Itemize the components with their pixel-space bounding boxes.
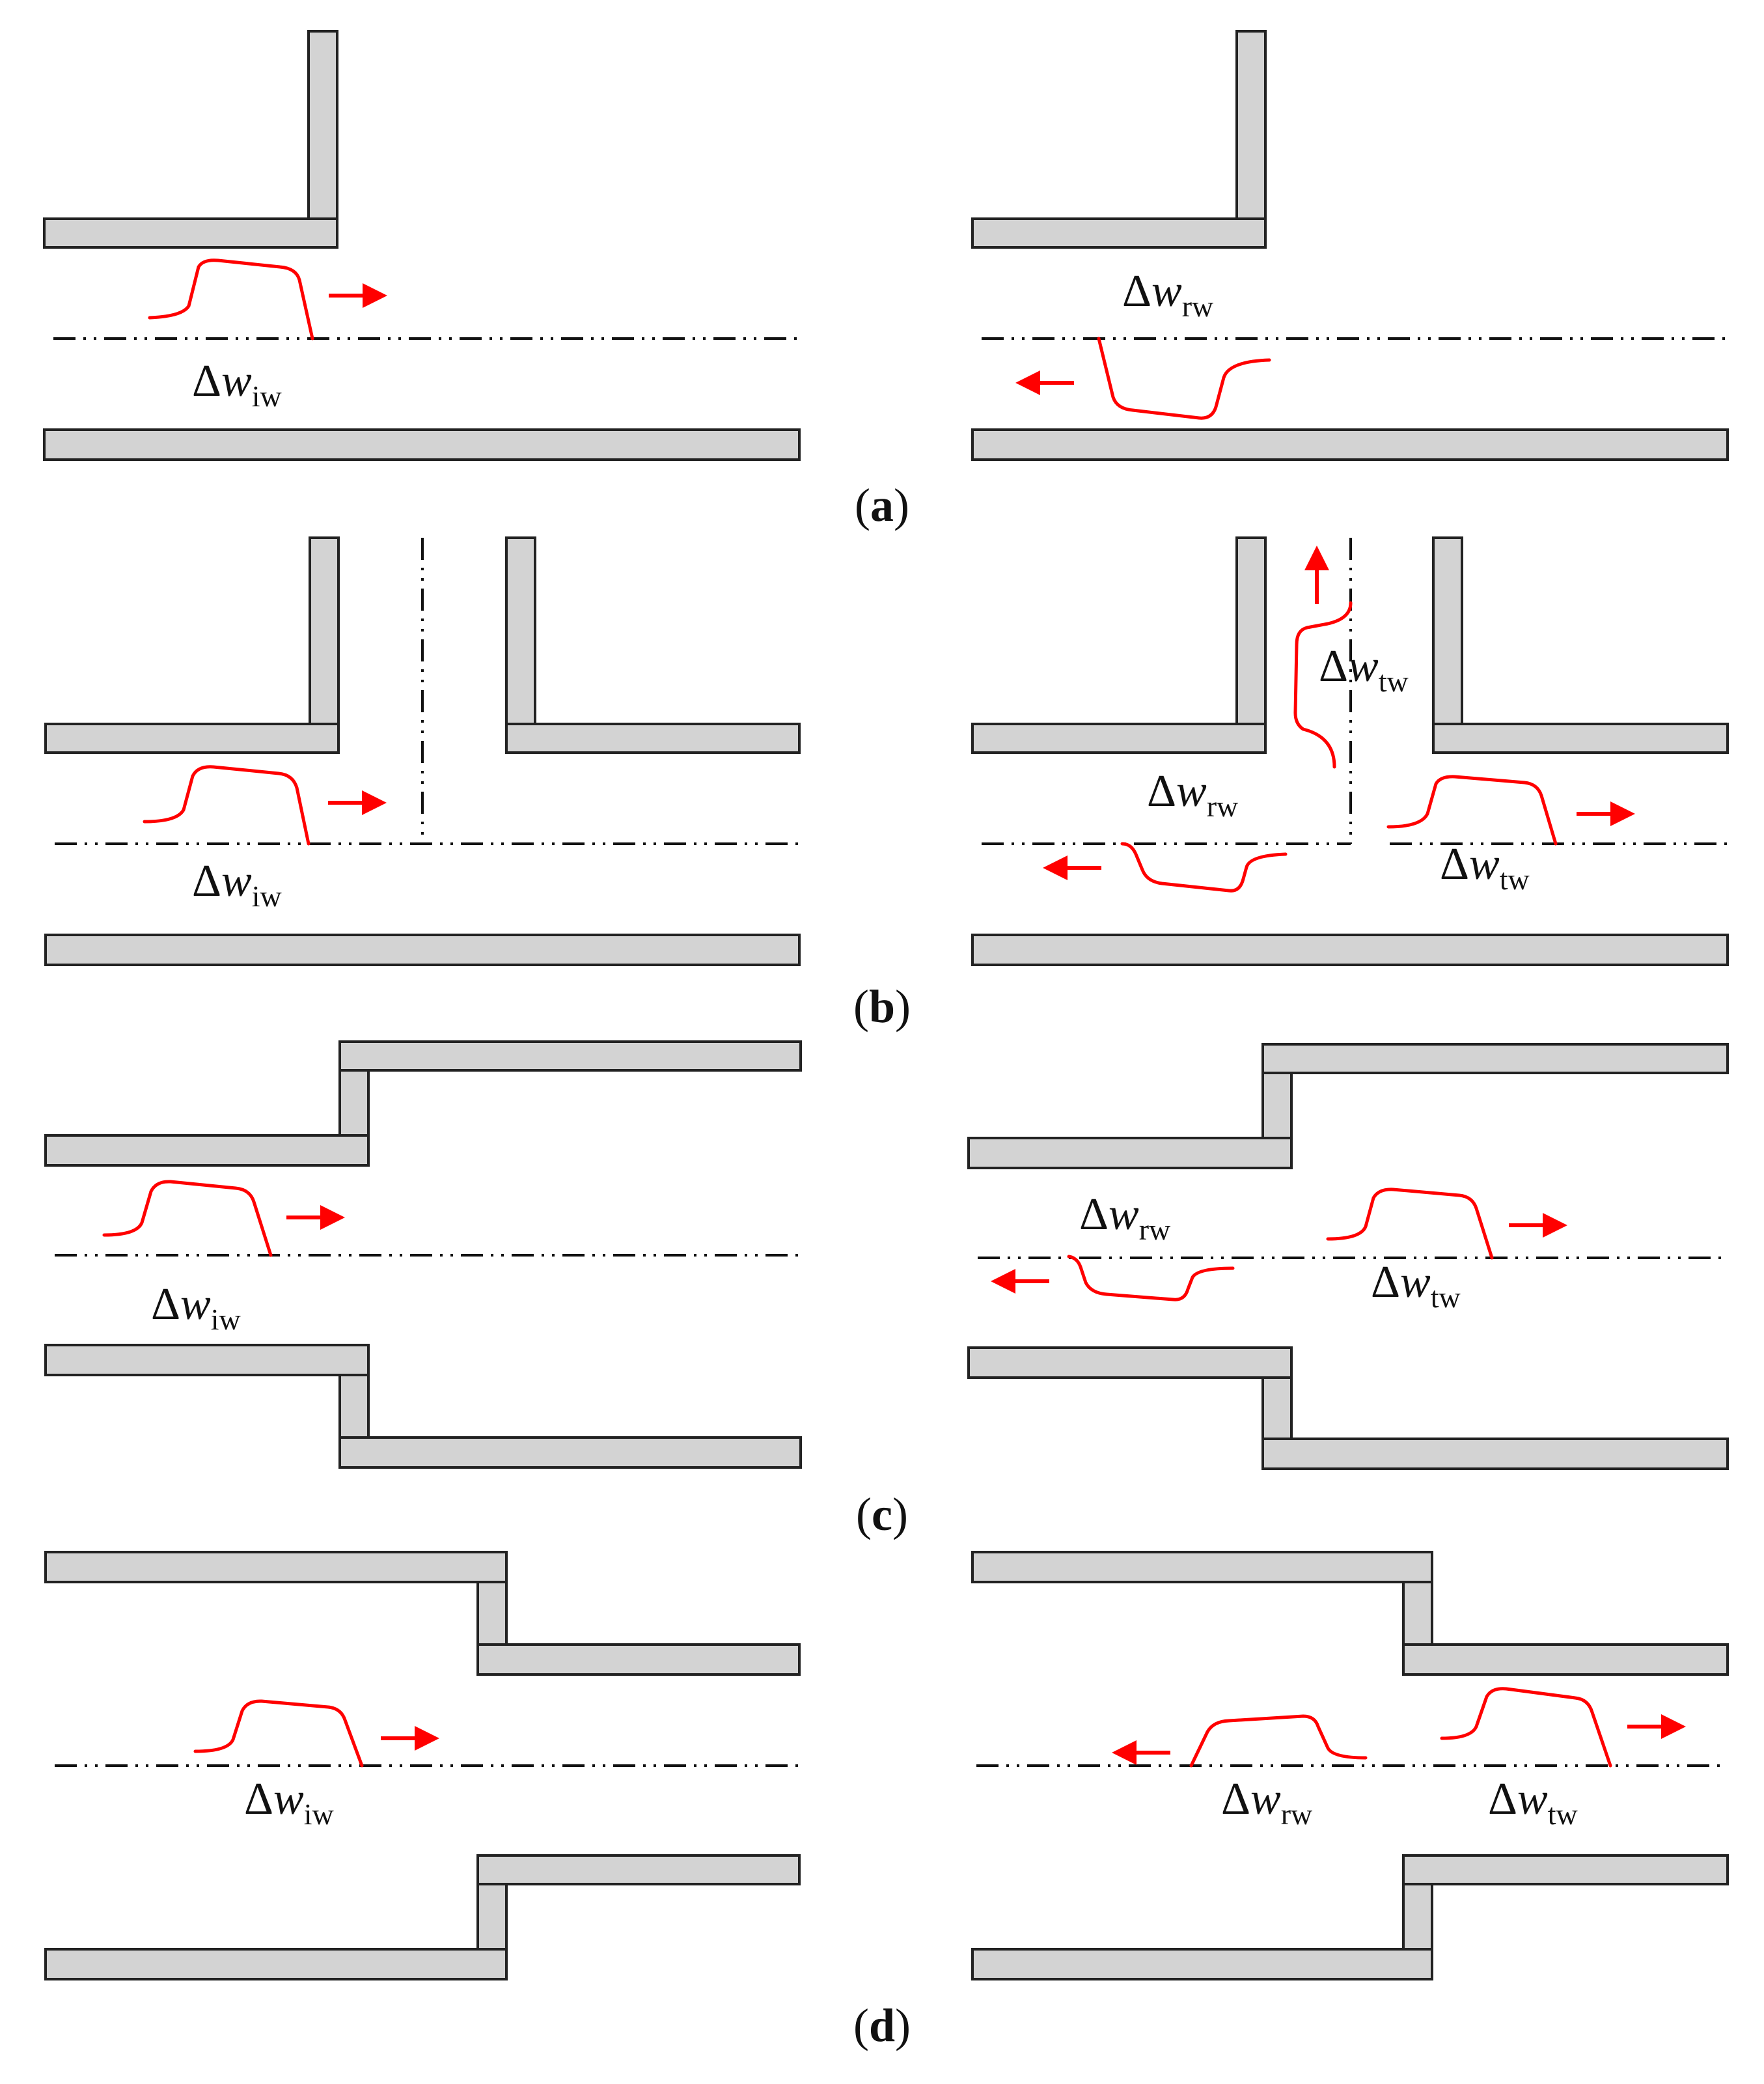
panel-d-right: Δwrw Δwtw xyxy=(971,1551,1729,1980)
wall-bottom-right xyxy=(1402,1854,1729,1885)
caption-b: (b) xyxy=(853,980,911,1033)
wall-step-top xyxy=(1402,1581,1433,1646)
panel-a-right: Δwrw xyxy=(971,30,1729,461)
panel-b-left: Δwiw xyxy=(44,536,801,966)
arrow-right xyxy=(1627,1714,1686,1739)
wall-bottom xyxy=(971,934,1729,966)
wall-vertical-right xyxy=(1432,536,1463,725)
reflected-wave xyxy=(1067,1255,1235,1301)
wall-step-bottom xyxy=(476,1883,508,1951)
wall-horizontal xyxy=(44,723,340,754)
label-rw: Δwrw xyxy=(1079,1189,1171,1246)
incident-wave xyxy=(143,765,310,846)
arrow-right xyxy=(1577,801,1635,826)
wall-step-bottom xyxy=(338,1374,370,1439)
arrow-left xyxy=(1015,370,1074,395)
caption-d: (d) xyxy=(853,1999,911,2051)
label-tw: Δwtw xyxy=(1440,839,1530,896)
label-tw: Δwtw xyxy=(1371,1257,1461,1314)
wall-horizontal xyxy=(971,723,1267,754)
incident-wave xyxy=(148,258,314,340)
panel-c-right: Δwrw Δwtw xyxy=(967,1043,1729,1470)
wall-top-left xyxy=(967,1137,1293,1169)
wall-bottom xyxy=(971,428,1729,461)
wall-bottom-right xyxy=(476,1854,801,1885)
wall-top-left xyxy=(44,1134,370,1167)
wall-horizontal xyxy=(971,217,1267,249)
panel-c-left: Δwiw xyxy=(44,1040,802,1469)
reflected-wave xyxy=(1189,1714,1368,1768)
wall-top-right xyxy=(338,1040,802,1072)
wall-bottom-right xyxy=(1261,1438,1729,1470)
arrow-left xyxy=(991,1269,1049,1294)
wall-vertical-right xyxy=(505,536,536,725)
caption-c: (c) xyxy=(856,1488,908,1540)
wall-step-top xyxy=(338,1069,370,1137)
wall-bottom-left xyxy=(967,1346,1293,1379)
wall-bottom xyxy=(44,934,801,966)
wall-vertical xyxy=(1235,536,1267,725)
arrow-right xyxy=(329,283,387,308)
label-iw: Δwiw xyxy=(192,856,282,913)
wall-step-top xyxy=(476,1581,508,1646)
incident-wave xyxy=(102,1180,273,1257)
wall-bottom-right xyxy=(338,1436,802,1469)
wall-top-left xyxy=(44,1551,508,1583)
label-tw: Δwtw xyxy=(1488,1774,1578,1831)
wall-vertical xyxy=(307,30,338,220)
label-rw: Δwrw xyxy=(1221,1774,1313,1831)
wall-vertical xyxy=(309,536,340,725)
incident-wave xyxy=(193,1699,364,1768)
label-rw: Δwrw xyxy=(1122,266,1214,323)
transmitted-wave xyxy=(1440,1687,1612,1768)
wall-horizontal-right xyxy=(1432,723,1729,754)
arrow-right xyxy=(1509,1213,1567,1238)
transmitted-wave xyxy=(1386,775,1558,846)
transmitted-wave-branch xyxy=(1293,601,1353,769)
wall-step-bottom xyxy=(1402,1883,1433,1951)
reflected-wave xyxy=(1097,337,1271,420)
wall-top-left xyxy=(971,1551,1433,1583)
wall-bottom-left xyxy=(44,1344,370,1376)
wall-horizontal xyxy=(43,217,338,249)
caption-a: (a) xyxy=(855,479,909,531)
wall-bottom-left xyxy=(44,1948,508,1980)
wall-step-top xyxy=(1261,1072,1293,1139)
panel-b-right: Δwtw Δwrw Δwtw xyxy=(971,536,1729,966)
wall-bottom-left xyxy=(971,1948,1433,1980)
label-rw: Δwrw xyxy=(1147,766,1239,823)
panel-d: Δwiw Δwrw Δwtw (d) xyxy=(44,1551,1729,2051)
label-tw-branch: Δwtw xyxy=(1319,641,1409,698)
label-iw: Δwiw xyxy=(151,1279,241,1336)
arrow-right xyxy=(328,790,387,815)
panel-c: Δwiw Δwrw Δwtw (c) xyxy=(44,1040,1729,1540)
wall-top-right xyxy=(1261,1043,1729,1074)
wall-horizontal-right xyxy=(505,723,801,754)
wall-bottom xyxy=(43,428,801,461)
panel-a: Δwiw Δwrw (a) xyxy=(43,30,1729,531)
reflected-wave xyxy=(1120,842,1288,893)
arrow-right xyxy=(381,1726,439,1751)
label-iw: Δwiw xyxy=(192,356,282,413)
arrow-right xyxy=(286,1205,345,1230)
wall-vertical xyxy=(1235,30,1267,220)
transmitted-wave xyxy=(1326,1188,1494,1260)
panel-d-left: Δwiw xyxy=(44,1551,801,1980)
panel-b: Δwiw Δwtw Δwrw Δwtw (b) xyxy=(44,536,1729,1033)
wall-top-right xyxy=(476,1643,801,1676)
arrow-left xyxy=(1112,1740,1170,1765)
label-iw: Δwiw xyxy=(244,1774,334,1831)
arrow-left xyxy=(1043,855,1101,880)
panel-a-left: Δwiw xyxy=(43,30,801,461)
wall-step-bottom xyxy=(1261,1376,1293,1440)
arrow-up xyxy=(1304,546,1329,604)
wall-top-right xyxy=(1402,1643,1729,1676)
